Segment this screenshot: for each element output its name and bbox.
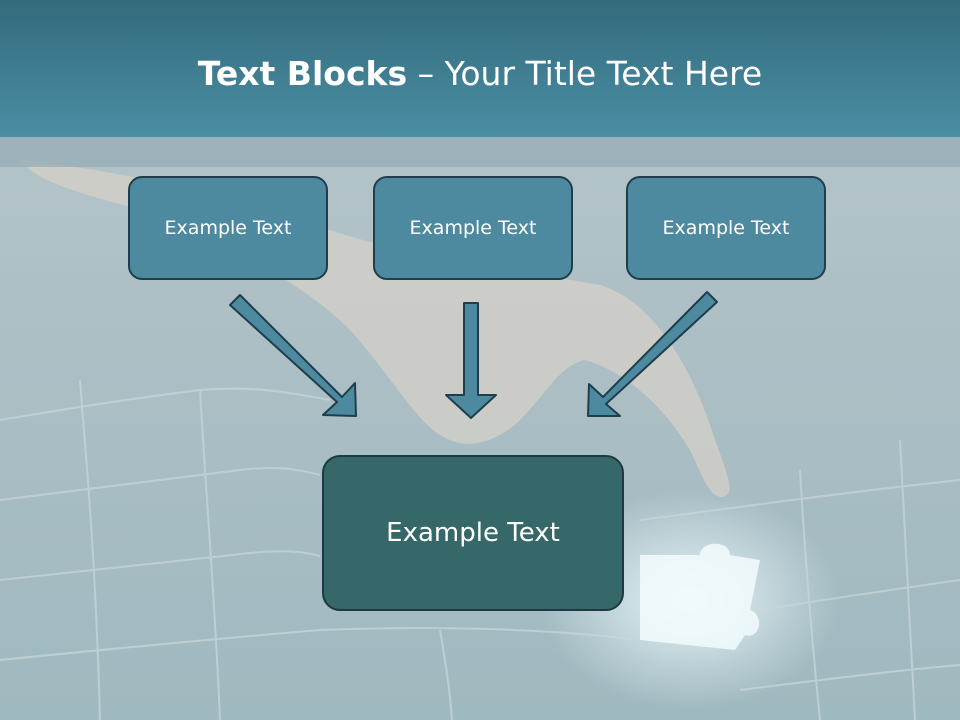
arrow-left-icon: [229, 294, 357, 417]
puzzle-seams: [0, 379, 960, 720]
arrow-right-icon: [587, 291, 718, 417]
missing-piece-shape: [640, 543, 760, 650]
title-bar: [0, 0, 960, 137]
main-text-block-label: Example Text: [386, 518, 560, 548]
text-block-3-label: Example Text: [662, 217, 790, 239]
title-rest: Your Title Text Here: [444, 54, 763, 93]
main-text-block[interactable]: Example Text: [322, 455, 624, 611]
slide-title: Text Blocks – Your Title Text Here: [0, 54, 960, 93]
arrow-center-icon: [445, 302, 497, 419]
text-block-2-label: Example Text: [409, 217, 537, 239]
text-block-3[interactable]: Example Text: [626, 176, 826, 280]
title-dash: –: [407, 54, 445, 93]
hand-shape: [20, 160, 730, 497]
title-bold-part: Text Blocks: [197, 54, 408, 93]
title-underband: [0, 137, 960, 167]
text-block-1[interactable]: Example Text: [128, 176, 328, 280]
text-block-1-label: Example Text: [164, 217, 292, 239]
text-block-2[interactable]: Example Text: [373, 176, 573, 280]
